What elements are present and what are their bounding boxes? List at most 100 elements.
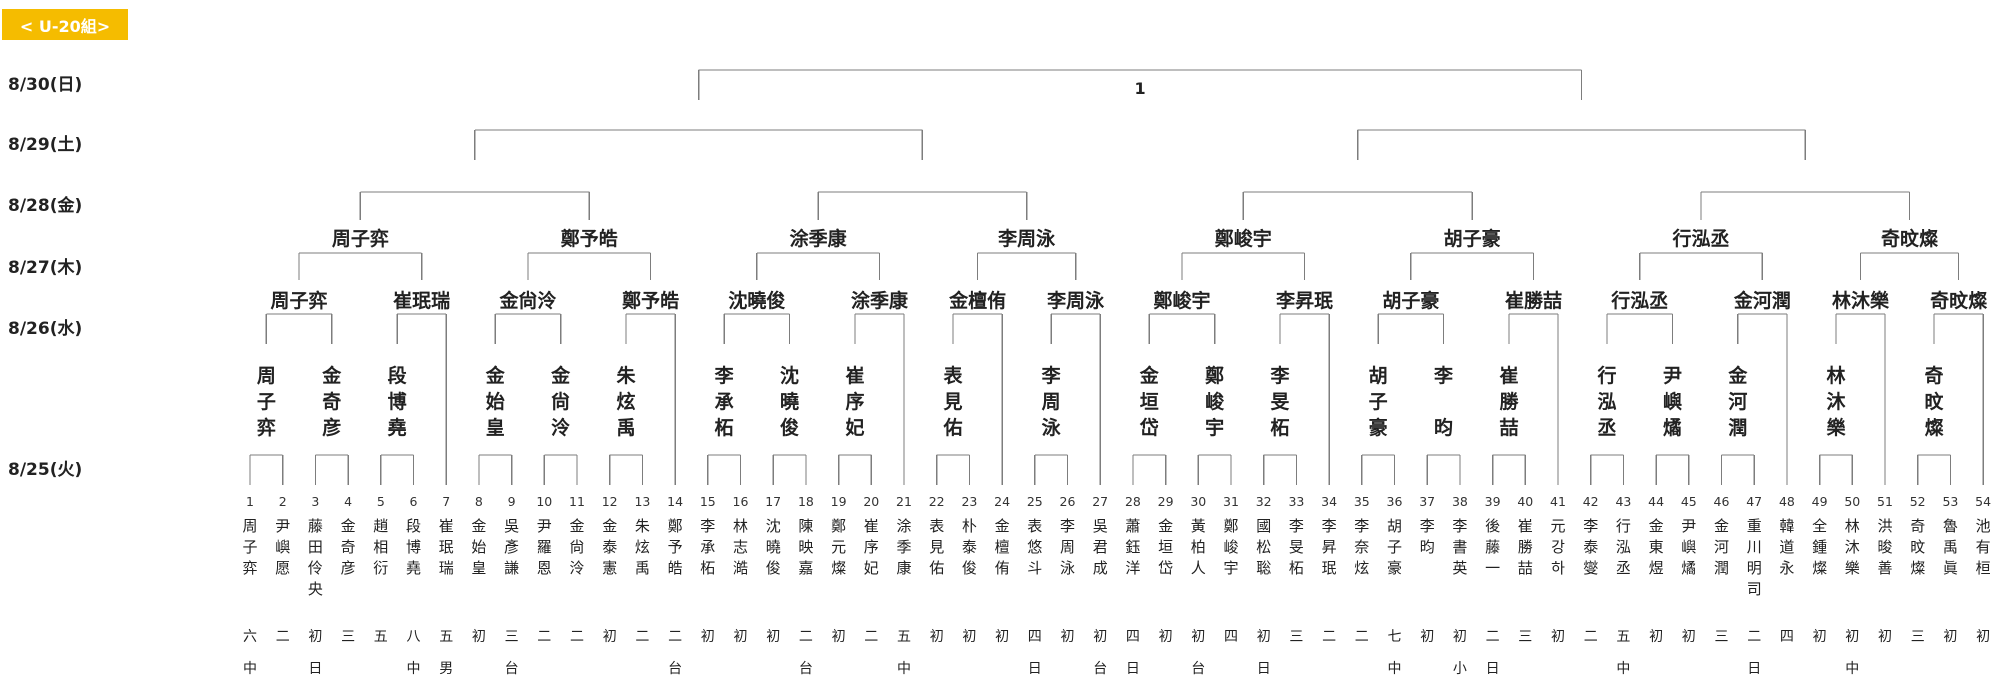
round1-winner-char: 俊 (780, 416, 799, 439)
player-name-char: 柏 (1191, 538, 1206, 556)
round1-winner-char: 尙 (551, 390, 570, 413)
player-name-char: 奇 (341, 538, 356, 556)
player-number: 7 (442, 494, 450, 509)
player-name-char: 愿 (275, 559, 290, 577)
player-number: 52 (1910, 494, 1926, 509)
player-name-char: 珉 (1322, 559, 1337, 577)
player-name-char: 國 (1256, 517, 1271, 535)
player-name-char: 樂 (1845, 559, 1860, 577)
round1-winner-char: 泳 (1042, 416, 1062, 439)
player-number: 22 (929, 494, 945, 509)
player-rank: 初 (308, 628, 322, 645)
round1-winner-char: 金 (1139, 364, 1160, 387)
round1-winner-char: 序 (845, 390, 864, 413)
player-name-char: 泰 (602, 538, 617, 556)
player-rank: 初 (1943, 628, 1957, 645)
player-name-char: 君 (1093, 538, 1108, 556)
player-name-char: 金 (1158, 517, 1173, 535)
player-name-char: 林 (1845, 517, 1860, 535)
round3-winner-name: 行泓丞 (1672, 227, 1730, 250)
player-rank: 三 (1289, 629, 1303, 645)
player-rank: 初 (734, 628, 748, 645)
round1-winner-char: 燦 (1925, 417, 1945, 439)
player-name-char: 堯 (406, 559, 421, 577)
round1-winner-char: 奇 (322, 390, 341, 413)
player-number: 9 (508, 494, 516, 509)
player-name-char: 李 (1420, 517, 1435, 535)
player-name-char: 泰 (1583, 538, 1598, 556)
player-rank: 三 (1518, 629, 1532, 645)
player-affiliation: 日 (1126, 661, 1140, 677)
round2-winner-name: 奇旼燦 (1930, 289, 1988, 312)
player-rank: 四 (1028, 629, 1042, 645)
player-number: 21 (896, 494, 912, 509)
player-name-char: 金 (1649, 517, 1664, 535)
round1-winner-char: 李 (1270, 365, 1291, 387)
player-affiliation: 中 (407, 661, 421, 677)
player-number: 15 (700, 494, 716, 509)
round3-winner-name: 周子弈 (332, 227, 389, 250)
player-name-char: 鄭 (668, 517, 683, 535)
player-name-char: 尙 (569, 538, 584, 556)
player-name-char: 斗 (1027, 559, 1042, 577)
player-name-char: 柘 (700, 559, 715, 577)
player-number: 35 (1354, 494, 1370, 509)
player-name-char: 志 (733, 538, 748, 556)
round2-winner-name: 鄭予皓 (621, 289, 679, 312)
player-rank: 四 (1126, 629, 1140, 645)
player-number: 19 (831, 494, 847, 509)
player-name-char: 尹 (1681, 517, 1696, 535)
player-name-char: 金 (341, 517, 356, 535)
round1-winner-char: 林 (1826, 364, 1845, 387)
round2-winner-name: 李周泳 (1046, 289, 1105, 312)
player-name-char: 博 (406, 538, 421, 556)
player-affiliation: 台 (668, 661, 682, 677)
player-rank: 四 (1780, 629, 1794, 645)
date-label: 8/27(木) (8, 257, 82, 278)
player-name-char: 金 (569, 517, 584, 535)
player-affiliation: 中 (1845, 661, 1859, 677)
player-name-char: 奇 (1910, 517, 1925, 535)
player-rank: 初 (1453, 628, 1467, 645)
player-rank: 三 (1911, 629, 1925, 645)
round2-winner-name: 沈曉俊 (728, 289, 785, 312)
player-rank: 初 (832, 628, 846, 645)
player-rank: 二 (668, 629, 682, 645)
player-number: 46 (1714, 494, 1730, 509)
player-name-char: 泰 (962, 538, 977, 556)
player-number: 50 (1844, 494, 1860, 509)
player-name-char: 炫 (635, 538, 650, 556)
round2-winner-name: 金尙泠 (498, 289, 556, 312)
player-name-char: 央 (308, 580, 323, 598)
round1-winner-char: 金 (321, 364, 342, 387)
date-label: 8/30(日) (8, 75, 82, 95)
player-rank: 五 (439, 629, 453, 645)
player-name-char: 鄭 (1223, 517, 1238, 535)
player-name-char: 李 (1354, 517, 1369, 535)
player-name-char: 恩 (537, 559, 552, 577)
player-name-char: 魯 (1943, 517, 1958, 535)
round1-winner-char: 燏 (1663, 417, 1682, 439)
player-number: 34 (1321, 494, 1337, 509)
player-number: 16 (733, 494, 749, 509)
player-name-char: 朱 (635, 517, 650, 535)
round1-winner-char: 勝 (1499, 390, 1519, 413)
round1-winner-char: 承 (715, 391, 734, 413)
player-name-char: 衍 (373, 559, 388, 577)
player-number: 27 (1092, 494, 1108, 509)
player-rank: 初 (1878, 628, 1892, 645)
player-affiliation: 日 (1257, 661, 1271, 677)
player-name-char: 元 (1550, 517, 1565, 535)
player-affiliation: 日 (1486, 661, 1500, 677)
round1-winner-char: 沈 (780, 364, 799, 387)
player-rank: 七 (1388, 629, 1402, 645)
player-name-char: 俊 (962, 559, 977, 577)
player-name-char: 憲 (602, 559, 617, 577)
player-number: 23 (961, 494, 977, 509)
round1-winner-char: 堯 (387, 416, 407, 439)
player-rank: 初 (1257, 628, 1271, 645)
player-name-char: 段 (406, 517, 421, 535)
player-name-char: 羅 (537, 538, 552, 556)
player-rank: 五 (1616, 629, 1630, 645)
